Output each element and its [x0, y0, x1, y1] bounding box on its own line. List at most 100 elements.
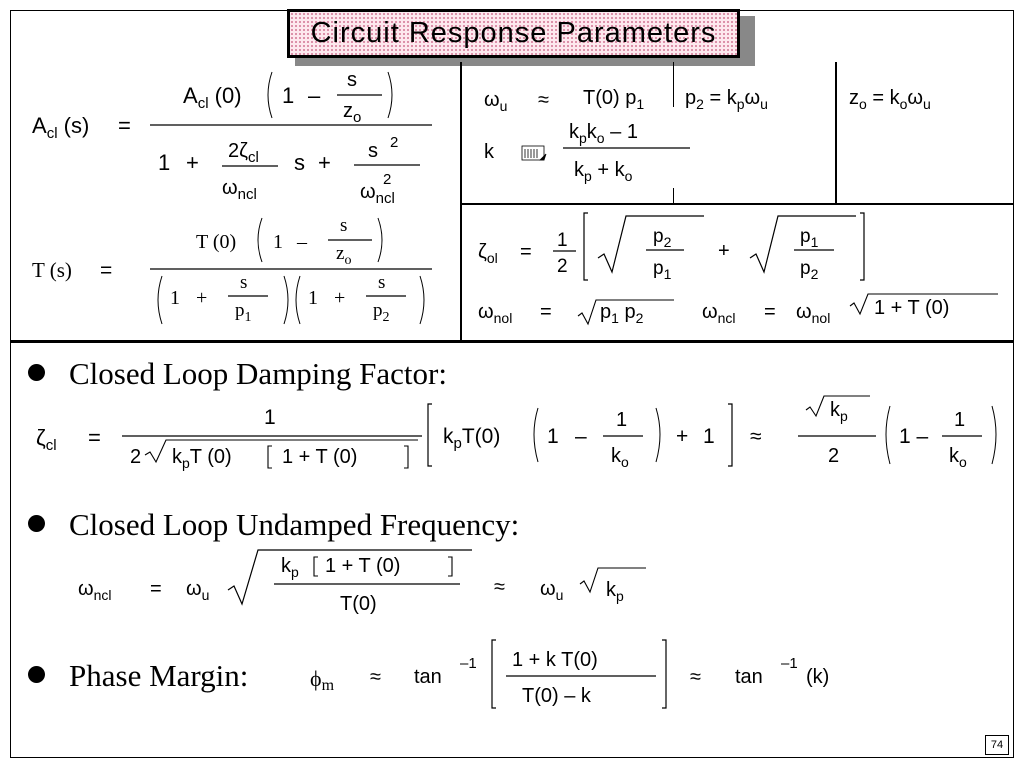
svg-text:ωncl: ωncl	[222, 177, 257, 203]
svg-text:1 + T (0): 1 + T (0)	[282, 446, 357, 468]
page-number: 74	[985, 735, 1009, 755]
svg-text:1: 1	[264, 406, 276, 429]
equation-zeta-cl: ζcl = 1 2 kpT (0) 1 + T (0) kpT(0) 1 – 1…	[36, 395, 997, 471]
bullet-undamped-frequency: Closed Loop Undamped Frequency:	[69, 507, 520, 542]
bullet-icon	[28, 666, 45, 683]
svg-text:+: +	[676, 425, 688, 448]
svg-text:zo = koωu: zo = koωu	[849, 87, 931, 112]
svg-text:1: 1	[703, 425, 715, 448]
svg-text:–1: –1	[460, 655, 477, 672]
svg-text:T (0): T (0)	[196, 231, 236, 253]
svg-text:s: s	[347, 69, 357, 91]
svg-text:p1: p1	[800, 226, 819, 250]
equation-phase-margin: ϕm ≈ tan –1 1 + k T(0) T(0) – k ≈ tan –1…	[310, 639, 829, 709]
svg-text:ωu: ωu	[540, 578, 563, 603]
svg-text:1: 1	[170, 287, 180, 309]
bullet-damping-factor: Closed Loop Damping Factor:	[69, 356, 447, 391]
svg-text:Acl (s): Acl (s)	[32, 113, 89, 142]
svg-text:=: =	[764, 301, 776, 323]
svg-text:=: =	[540, 301, 552, 323]
svg-text:1: 1	[547, 425, 559, 448]
svg-text:–: –	[308, 83, 321, 108]
svg-text:T(0): T(0)	[340, 593, 377, 615]
svg-text:ζcl: ζcl	[36, 425, 57, 454]
svg-text:tan: tan	[414, 666, 442, 688]
svg-text:T(0) p1: T(0) p1	[583, 87, 644, 112]
svg-text:ko: ko	[611, 445, 629, 470]
svg-text:s: s	[368, 140, 378, 162]
svg-text:1: 1	[273, 231, 283, 253]
svg-text:kpko – 1: kpko – 1	[569, 121, 638, 146]
svg-text:kp: kp	[281, 555, 299, 580]
bullet-icon	[28, 364, 45, 381]
equation-acl: Acl (s) = Acl (0) 1 – s zo 1 + 2ζcl ωncl…	[32, 69, 432, 207]
svg-text:–1: –1	[781, 655, 798, 672]
svg-text:kp: kp	[830, 399, 848, 424]
svg-text:s: s	[340, 215, 347, 236]
equation-zeta-ol: ζol = 1 2 p2 p1 + p1 p2	[478, 212, 865, 282]
equation-omega-u: ωu ≈ T(0) p1 p2 = kpωu zo = koωu	[484, 87, 931, 114]
svg-text:kp: kp	[606, 579, 624, 604]
svg-text:zo: zo	[343, 100, 361, 126]
svg-text:s: s	[294, 150, 305, 175]
svg-text:=: =	[150, 578, 162, 600]
svg-text:=: =	[100, 259, 112, 282]
page-title: Circuit Response Parameters	[310, 17, 717, 49]
svg-text:ko: ko	[949, 445, 967, 470]
svg-text:tan: tan	[735, 666, 763, 688]
svg-text:=: =	[118, 113, 131, 138]
svg-text:(k): (k)	[806, 666, 829, 688]
title-box: Circuit Response Parameters	[287, 9, 740, 58]
table-vertical-divider-small	[673, 62, 675, 107]
svg-text:1 + k T(0): 1 + k T(0)	[512, 649, 598, 671]
svg-text:kp + ko: kp + ko	[574, 159, 633, 184]
svg-text:T (s): T (s)	[32, 258, 72, 282]
svg-text:p1 p2: p1 p2	[600, 301, 644, 326]
svg-text:≈: ≈	[370, 666, 381, 688]
svg-text:ωnol: ωnol	[478, 301, 512, 326]
svg-text:+: +	[318, 150, 331, 175]
note-icon	[521, 145, 547, 161]
svg-text:p2: p2	[800, 258, 819, 282]
svg-text:ωnol: ωnol	[796, 301, 830, 326]
table-top-divider	[460, 62, 462, 342]
svg-text:s: s	[378, 272, 385, 293]
table-divider-bottom	[10, 340, 1014, 343]
svg-text:2: 2	[828, 445, 839, 467]
svg-text:+: +	[186, 150, 199, 175]
svg-text:ζol: ζol	[478, 241, 498, 266]
svg-text:2: 2	[557, 256, 568, 277]
svg-text:–: –	[296, 231, 308, 253]
svg-text:s: s	[240, 272, 247, 293]
svg-text:1: 1	[158, 150, 170, 175]
svg-text:≈: ≈	[690, 666, 701, 688]
svg-text:1 + T (0): 1 + T (0)	[874, 297, 949, 319]
bullet-icon	[28, 515, 45, 532]
svg-text:1: 1	[308, 287, 318, 309]
svg-text:p1: p1	[235, 300, 252, 325]
equation-t: T (s) = T (0) 1 – s zo 1 + s p1 1 + s p2	[32, 215, 432, 325]
svg-text:p2: p2	[653, 226, 672, 250]
svg-text:+: +	[196, 287, 207, 309]
svg-text:kpT (0): kpT (0)	[172, 446, 232, 471]
svg-text:p2: p2	[373, 300, 390, 325]
svg-text:=: =	[520, 241, 532, 263]
svg-text:ωu: ωu	[484, 89, 507, 114]
svg-text:1: 1	[557, 230, 568, 251]
bullet-phase-margin: Phase Margin:	[69, 658, 249, 693]
svg-text:2ζcl: 2ζcl	[228, 140, 259, 166]
svg-text:1: 1	[282, 83, 294, 108]
svg-text:2: 2	[130, 446, 141, 468]
svg-text:≈: ≈	[750, 425, 762, 448]
svg-text:ωncl: ωncl	[702, 301, 736, 326]
equation-k: k kpko – 1 kp + ko	[484, 121, 690, 184]
svg-text:2: 2	[390, 134, 398, 151]
svg-text:1: 1	[616, 409, 627, 431]
svg-text:+: +	[334, 287, 345, 309]
svg-text:+: +	[718, 240, 730, 262]
svg-text:ϕm: ϕm	[310, 666, 335, 694]
svg-text:Acl (0): Acl (0)	[183, 83, 242, 112]
table-vertical-divider-tick	[673, 188, 675, 203]
svg-text:≈: ≈	[494, 576, 505, 598]
svg-text:kpT(0): kpT(0)	[443, 425, 500, 452]
